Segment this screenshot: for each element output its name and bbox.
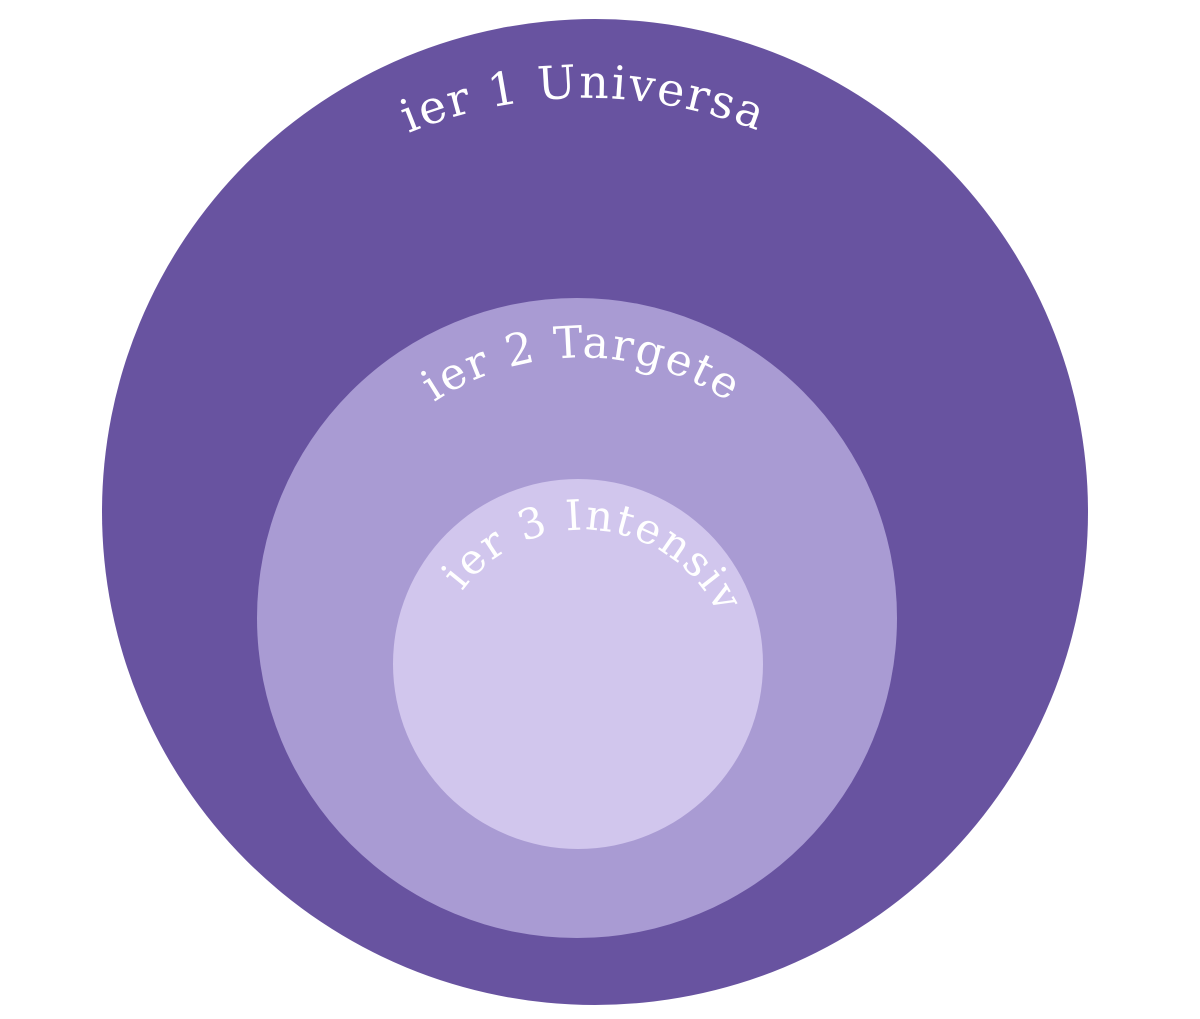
tier-3-circle <box>393 479 763 849</box>
